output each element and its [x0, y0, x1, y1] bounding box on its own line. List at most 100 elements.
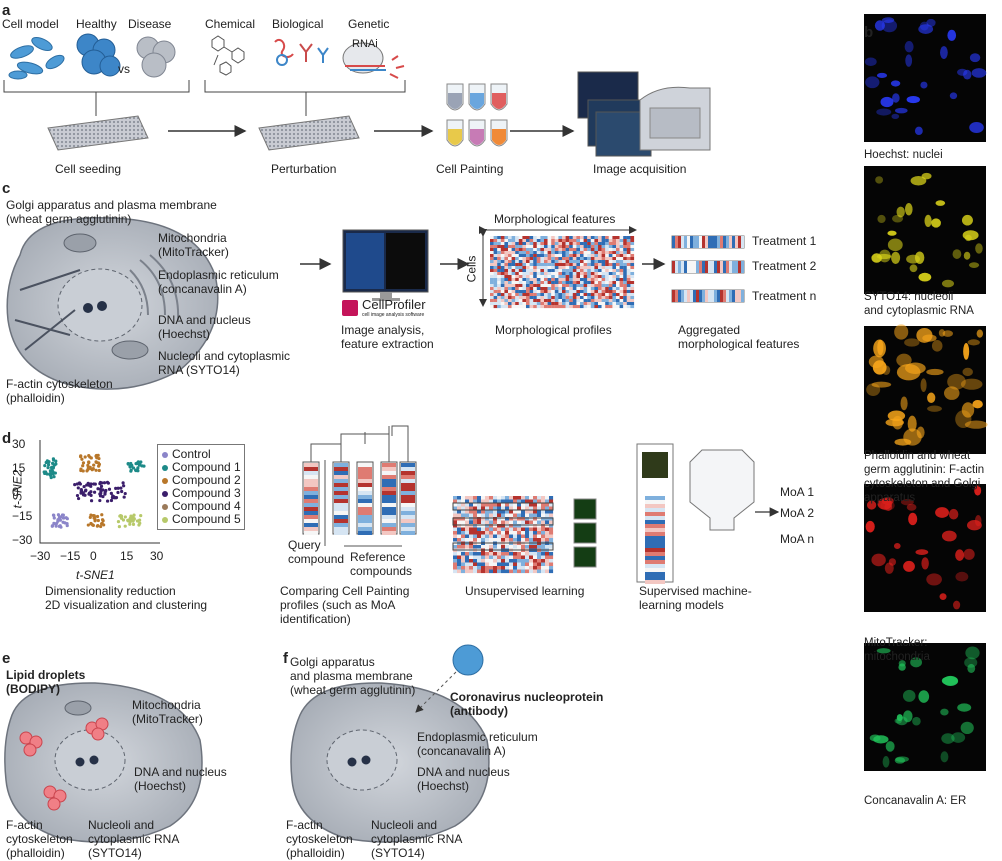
heatmap-cell	[477, 499, 482, 504]
heatmap-cell	[469, 538, 474, 542]
heatmap-cell	[547, 254, 552, 258]
heatmap-cell	[493, 281, 498, 285]
heatmap-cell	[536, 251, 541, 255]
heatmap-cell	[511, 257, 516, 261]
tsne-point	[76, 486, 80, 490]
heatmap-cell	[515, 254, 519, 258]
heatmap-cell	[533, 552, 538, 556]
heatmap-cell	[630, 245, 635, 249]
heatmap-cell	[623, 302, 627, 306]
tsne-point	[97, 468, 101, 473]
heatmap-cell	[517, 559, 522, 563]
heatmap-cell	[616, 287, 620, 291]
heatmap-cell	[558, 263, 563, 267]
heatmap-cell	[529, 569, 534, 574]
heatmap-cell	[576, 251, 581, 255]
heatmap-cell	[526, 263, 530, 267]
heatmap-cell	[569, 296, 573, 300]
heatmap-cell	[619, 236, 624, 240]
heatmap-cell	[536, 239, 541, 243]
profile-band	[334, 499, 348, 503]
heatmap-cell	[517, 499, 522, 504]
label-dna-e: DNA and nucleus (Hoechst)	[134, 765, 227, 793]
heatmap-cell	[540, 284, 545, 288]
barcode-band	[681, 236, 684, 248]
heatmap-cell	[525, 517, 530, 521]
heatmap-cell	[457, 566, 462, 570]
heatmap-cell	[469, 524, 474, 528]
heatmap-cell	[590, 239, 595, 243]
highlight-row	[452, 517, 554, 526]
heatmap-cell	[540, 254, 545, 258]
heatmap-cell	[554, 287, 559, 291]
heatmap-cell	[590, 260, 595, 264]
heatmap-cell	[549, 527, 554, 532]
heatmap-cell	[590, 299, 595, 303]
heatmap-cell	[626, 284, 631, 288]
heatmap-cell	[536, 299, 541, 303]
heatmap-cell	[576, 242, 581, 246]
profile-band	[401, 511, 415, 515]
heatmap-cell	[511, 281, 516, 285]
tsne-ytick: 0	[12, 485, 19, 499]
heatmap-cell	[601, 305, 606, 309]
cellprofiler-logo	[342, 300, 358, 316]
stained-cell	[907, 415, 917, 432]
heatmap-cell	[601, 236, 606, 240]
heatmap-cell	[580, 236, 584, 240]
heatmap-cell	[508, 275, 512, 279]
tsne-point	[92, 490, 97, 494]
heatmap-cell	[526, 251, 530, 255]
heatmap-cell	[547, 239, 552, 243]
barcode-band	[645, 540, 665, 544]
heatmap-cell	[598, 239, 602, 243]
profile-band	[334, 467, 348, 471]
heatmap-cell	[601, 293, 606, 297]
heatmap-cell	[453, 562, 458, 567]
heatmap-cell	[509, 496, 514, 500]
heatmap-cell	[522, 296, 527, 300]
heatmap-cell	[583, 275, 588, 279]
heatmap-cell	[504, 275, 509, 279]
heatmap-cell	[601, 299, 606, 303]
heatmap-cell	[526, 290, 530, 294]
barcode-band	[696, 261, 699, 273]
tsne-point	[88, 465, 92, 469]
heatmap-cell	[616, 284, 620, 288]
heatmap-cell	[590, 281, 595, 285]
heatmap-cell	[594, 245, 599, 249]
heatmap-cell	[630, 254, 635, 258]
tsne-axes	[39, 440, 160, 544]
heatmap-cell	[489, 506, 494, 511]
heatmap-cell	[580, 275, 584, 279]
tsne-point	[100, 513, 104, 517]
heatmap-cell	[569, 254, 573, 258]
heatmap-cell	[598, 269, 602, 273]
heatmap-cell	[626, 272, 631, 276]
heatmap-cell	[590, 251, 595, 255]
heatmap-cell	[529, 559, 534, 563]
profile-band	[358, 527, 372, 531]
profile-band	[358, 515, 372, 519]
heatmap-cell	[508, 305, 512, 309]
heatmap-cell	[619, 257, 624, 261]
heatmap-cell	[565, 245, 570, 249]
heatmap-cell	[517, 569, 522, 574]
heatmap-cell	[619, 248, 624, 252]
heatmap-cell	[481, 517, 486, 521]
legend-swatch	[162, 504, 168, 510]
barcode-band	[645, 528, 665, 532]
heatmap-cell	[562, 305, 566, 309]
label-treatment-1: Treatment 1	[752, 234, 817, 248]
heatmap-cell	[544, 239, 548, 243]
heatmap-cell	[608, 275, 613, 279]
heatmap-cell	[521, 517, 526, 521]
heatmap-cell	[522, 302, 527, 306]
heatmap-cell	[569, 257, 573, 261]
heatmap-cell	[473, 538, 478, 542]
heatmap-cell	[508, 245, 512, 249]
heatmap-cell	[583, 269, 588, 273]
profile-band	[382, 499, 396, 503]
label-nucleoli-f: Nucleoli and cytoplasmic RNA (SYTO14)	[371, 818, 463, 860]
label-cell-painting: Cell Painting	[436, 162, 504, 176]
